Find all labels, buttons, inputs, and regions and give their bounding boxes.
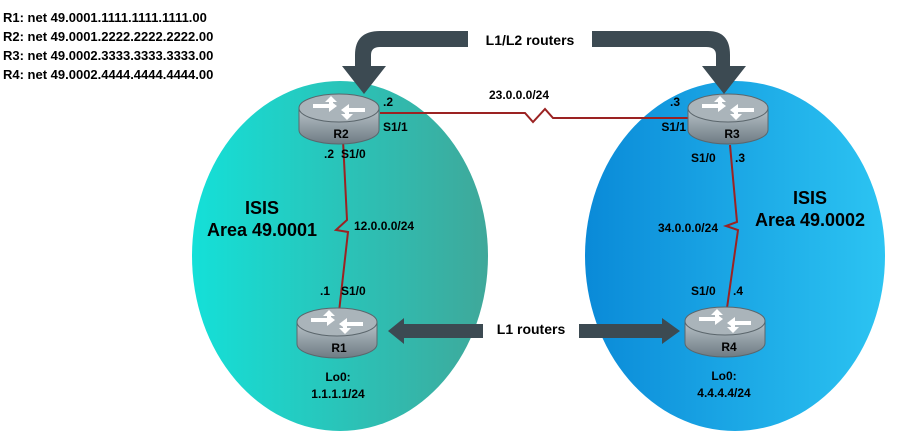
area-left-line1: ISIS <box>245 198 279 218</box>
net-address-list: R1: net 49.0001.1111.1111.1111.00 R2: ne… <box>3 8 213 84</box>
link-r2-r3-net: 23.0.0.0/24 <box>489 88 549 102</box>
r3-s11-host: .3 <box>670 95 680 109</box>
link-r1-r2-net: 12.0.0.0/24 <box>354 219 414 233</box>
r3-s10-if: S1/0 <box>691 151 716 165</box>
net-line-r3: R3: net 49.0002.3333.3333.3333.00 <box>3 48 214 63</box>
l1l2-label-box <box>468 27 592 52</box>
r1-lo-net: 1.1.1.1/24 <box>311 387 365 401</box>
r4-s10-host: .4 <box>733 284 743 298</box>
router-r1[interactable]: R1 <box>296 307 378 359</box>
r1-lo-label: Lo0: <box>325 370 350 384</box>
l1l2-arrow <box>342 31 746 94</box>
r3-s10-host: .3 <box>735 151 745 165</box>
l1l2-label: L1/L2 routers <box>486 32 575 48</box>
l1-label: L1 routers <box>497 321 566 337</box>
router-r3[interactable]: R3 <box>687 93 769 145</box>
r2-s11-host: .2 <box>383 95 393 109</box>
link-r1-r2 <box>333 139 350 313</box>
link-r2-r3 <box>380 107 702 124</box>
link-r3-r4 <box>722 144 740 309</box>
link-r3-r4-net: 34.0.0.0/24 <box>658 221 718 235</box>
area-right-line2: Area 49.0002 <box>755 210 865 230</box>
net-line-r4: R4: net 49.0002.4444.4444.4444.00 <box>3 67 214 82</box>
router-r1-name: R1 <box>331 341 347 355</box>
r4-lo-label: Lo0: <box>711 369 736 383</box>
router-r4-name: R4 <box>721 340 737 354</box>
r4-lo-net: 4.4.4.4/24 <box>697 386 751 400</box>
l1-label-box <box>483 318 579 340</box>
area-right-line1: ISIS <box>793 188 827 208</box>
r1-s10-host: .1 <box>320 284 330 298</box>
area-left-ellipse <box>192 81 488 431</box>
area-left-line2: Area 49.0001 <box>207 220 317 240</box>
router-r4[interactable]: R4 <box>684 306 766 358</box>
router-r2-name: R2 <box>333 127 349 141</box>
net-line-r1: R1: net 49.0001.1111.1111.1111.00 <box>3 10 207 25</box>
r4-s10-if: S1/0 <box>691 284 716 298</box>
router-r3-name: R3 <box>724 127 740 141</box>
r1-s10-if: S1/0 <box>341 284 366 298</box>
net-line-r2: R2: net 49.0001.2222.2222.2222.00 <box>3 29 214 44</box>
r2-s11-if: S1/1 <box>383 120 408 134</box>
router-r2[interactable]: R2 <box>298 93 380 145</box>
r3-s11-if: S1/1 <box>661 120 686 134</box>
r2-s10-if: S1/0 <box>341 147 366 161</box>
r2-s10-host: .2 <box>324 147 334 161</box>
